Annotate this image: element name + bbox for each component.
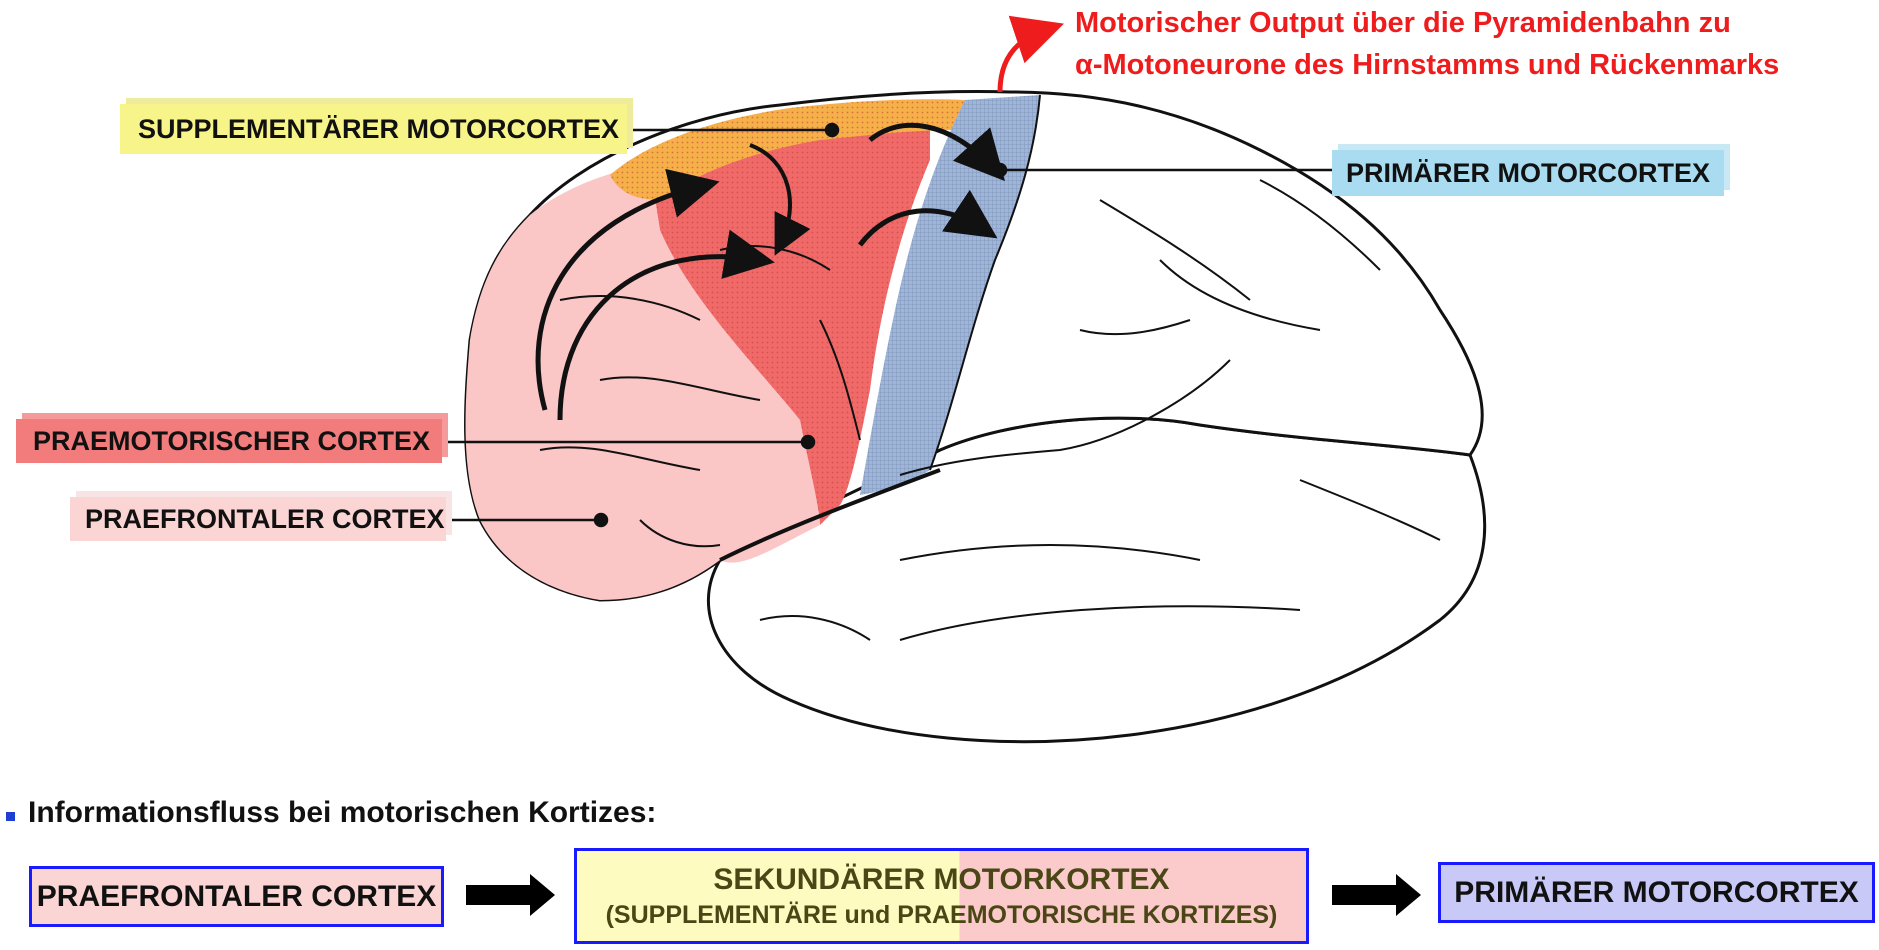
label-sma-text: SUPPLEMENTÄRER MOTORCORTEX [138,113,620,144]
output-arrow [997,15,1064,93]
flow-title: Informationsfluss bei motorischen Kortiz… [28,796,657,829]
praefrontal-region [465,165,820,600]
flow-arrow-1 [466,874,555,916]
flow-box-praefrontal-text: PRAEFRONTALER CORTEX [36,879,437,913]
flow-box-secondary-title: SEKUNDÄRER MOTORKORTEX [713,862,1170,896]
flow-box-secondary: SEKUNDÄRER MOTORKORTEX (SUPPLEMENTÄRE un… [574,848,1309,944]
label-primary: PRIMÄRER MOTORCORTEX [1332,150,1724,196]
label-praefrontal-text: PRAEFRONTALER CORTEX [85,503,445,534]
bullet-icon [6,812,15,821]
label-premotor-text: PRAEMOTORISCHER CORTEX [33,425,431,456]
label-primary-text: PRIMÄRER MOTORCORTEX [1346,157,1711,188]
label-praefrontal: PRAEFRONTALER CORTEX [70,497,446,541]
leader-lines [442,122,1332,528]
bottom-flow-arrows [466,874,1421,916]
flow-arrow-2 [1332,874,1421,916]
output-line1: Motorischer Output über die Pyramidenbah… [1075,7,1731,39]
flow-box-primary: PRIMÄRER MOTORCORTEX [1438,862,1875,923]
label-sma: SUPPLEMENTÄRER MOTORCORTEX [120,104,627,154]
flow-box-secondary-subtitle: (SUPPLEMENTÄRE und PRAEMOTORISCHE KORTIZ… [605,900,1278,929]
label-premotor: PRAEMOTORISCHER CORTEX [16,419,442,463]
cortex-flow-arrows [535,122,1006,421]
flow-box-primary-text: PRIMÄRER MOTORCORTEX [1454,875,1859,909]
sulci-lines [539,94,1441,641]
output-line2: α-Motoneurone des Hirnstamms und Rückenm… [1075,49,1780,81]
flow-box-praefrontal: PRAEFRONTALER CORTEX [29,866,444,927]
output-annotation: Motorischer Output über die Pyramidenbah… [1075,2,1779,86]
